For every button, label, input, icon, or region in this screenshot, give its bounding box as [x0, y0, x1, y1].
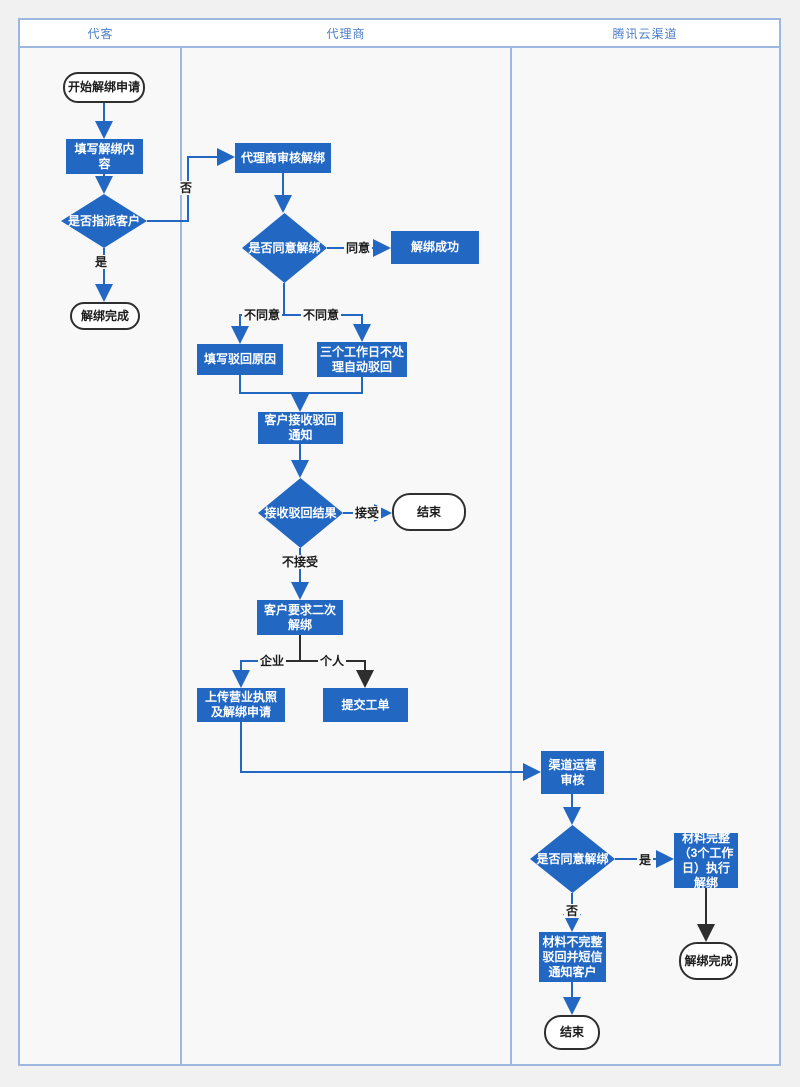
node-end-2: 结束	[544, 1015, 600, 1050]
edge-label-agree: 同意	[343, 241, 373, 255]
lane-header-tencent-channel: 腾讯云渠道	[612, 26, 678, 41]
edge-label-accept: 接受	[352, 506, 382, 520]
edge-label-disagree-right: 不同意	[300, 308, 342, 322]
node-fill-reject-reason: 填写驳回原因	[197, 344, 283, 375]
edge-label-disagree-left: 不同意	[241, 308, 283, 322]
lane-header-agent: 代理商	[326, 26, 366, 41]
node-submit-ticket: 提交工单	[323, 688, 408, 722]
edge-label-yes-1: 是	[92, 255, 110, 269]
lane-divider-1	[180, 20, 182, 1064]
node-end-1: 结束	[392, 493, 466, 531]
edge-label-no-1: 否	[177, 181, 195, 195]
node-fill-content: 填写解绑内 容	[66, 139, 143, 174]
node-unbind-success: 解绑成功	[391, 231, 479, 264]
node-auto-reject: 三个工作日不处 理自动驳回	[317, 342, 407, 377]
node-material-complete: 材料完整 （3个工作 日）执行 解绑	[674, 831, 738, 890]
lane-header-row: 代客 代理商 腾讯云渠道	[20, 20, 779, 48]
node-second-unbind: 客户要求二次 解绑	[257, 600, 343, 635]
node-receive-reject-notice: 客户接收驳回 通知	[258, 412, 343, 444]
node-start-apply: 开始解绑申请	[63, 72, 145, 103]
edge-label-personal: 个人	[317, 654, 347, 668]
node-agent-review: 代理商审核解绑	[235, 143, 331, 173]
node-material-incomplete: 材料不完整 驳回并短信 通知客户	[539, 932, 606, 982]
lane-header-customer: 代客	[87, 26, 114, 41]
edge-label-yes-2: 是	[636, 853, 654, 867]
node-unbind-done-1: 解绑完成	[70, 302, 140, 330]
edge-label-enterprise: 企业	[257, 654, 287, 668]
node-channel-review: 渠道运营 审核	[541, 751, 604, 794]
node-unbind-done-2: 解绑完成	[679, 942, 738, 980]
lane-divider-2	[510, 20, 512, 1064]
swimlane-board: 代客 代理商 腾讯云渠道	[18, 18, 781, 1066]
edge-label-no-2: 否	[563, 904, 581, 918]
node-upload-license: 上传营业执照 及解绑申请	[197, 688, 285, 722]
edge-label-not-accept: 不接受	[279, 555, 321, 569]
